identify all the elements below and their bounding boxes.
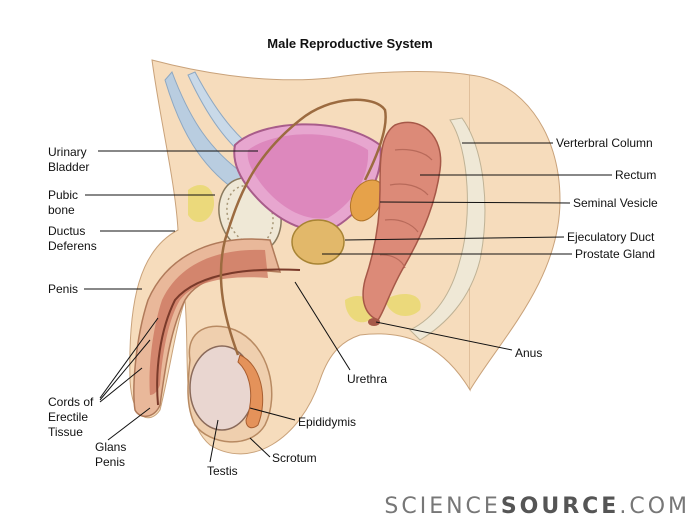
- diagram-title: Male Reproductive System: [267, 36, 433, 51]
- label-urethra: Urethra: [347, 372, 388, 386]
- label-scrotum: Scrotum: [272, 451, 317, 465]
- vertebral-column: [409, 117, 486, 341]
- fat-deposit-3: [385, 294, 421, 316]
- anus: [368, 318, 380, 326]
- watermark-part2: SOURCE: [500, 494, 620, 519]
- label-anus: Anus: [515, 346, 543, 360]
- ductus-deferens: [219, 98, 387, 356]
- watermark: SCIENCESOURCE.COM: [384, 494, 690, 519]
- label-penis: Penis: [48, 282, 79, 296]
- leader-lines: [84, 142, 612, 463]
- label-ductus-deferens: Ductus Deferens: [48, 224, 97, 253]
- label-glans-penis: Glans Penis: [95, 440, 127, 469]
- seminal-vesicle: [349, 179, 384, 222]
- prostate-gland: [291, 219, 345, 265]
- label-urinary-bladder: Urinary Bladder: [48, 145, 90, 174]
- bladder-inner: [247, 134, 369, 219]
- label-seminal-vesicle: Seminal Vesicle: [573, 196, 658, 210]
- label-ejaculatory-duct: Ejeculatory Duct: [567, 230, 655, 244]
- rectum-folds: [379, 148, 433, 269]
- label-prostate-gland: Prostate Gland: [575, 247, 656, 261]
- back-curve: [469, 74, 561, 391]
- label-vertebral-column: Verterbral Column: [556, 136, 653, 150]
- label-epididymis: Epididymis: [298, 415, 357, 429]
- fat-deposit: [188, 185, 215, 223]
- watermark-part3: .COM: [619, 494, 690, 519]
- watermark-part1: SCIENCE: [384, 494, 501, 519]
- label-testis: Testis: [207, 464, 238, 478]
- urethra-line: [156, 268, 301, 406]
- label-pubic-bone: Pubic bone: [48, 188, 79, 217]
- penis: [133, 238, 282, 417]
- label-rectum: Rectum: [615, 168, 657, 182]
- erectile-tissue: [149, 249, 268, 395]
- label-cords-erectile-tissue: Cords of Erectile Tissue: [48, 395, 94, 439]
